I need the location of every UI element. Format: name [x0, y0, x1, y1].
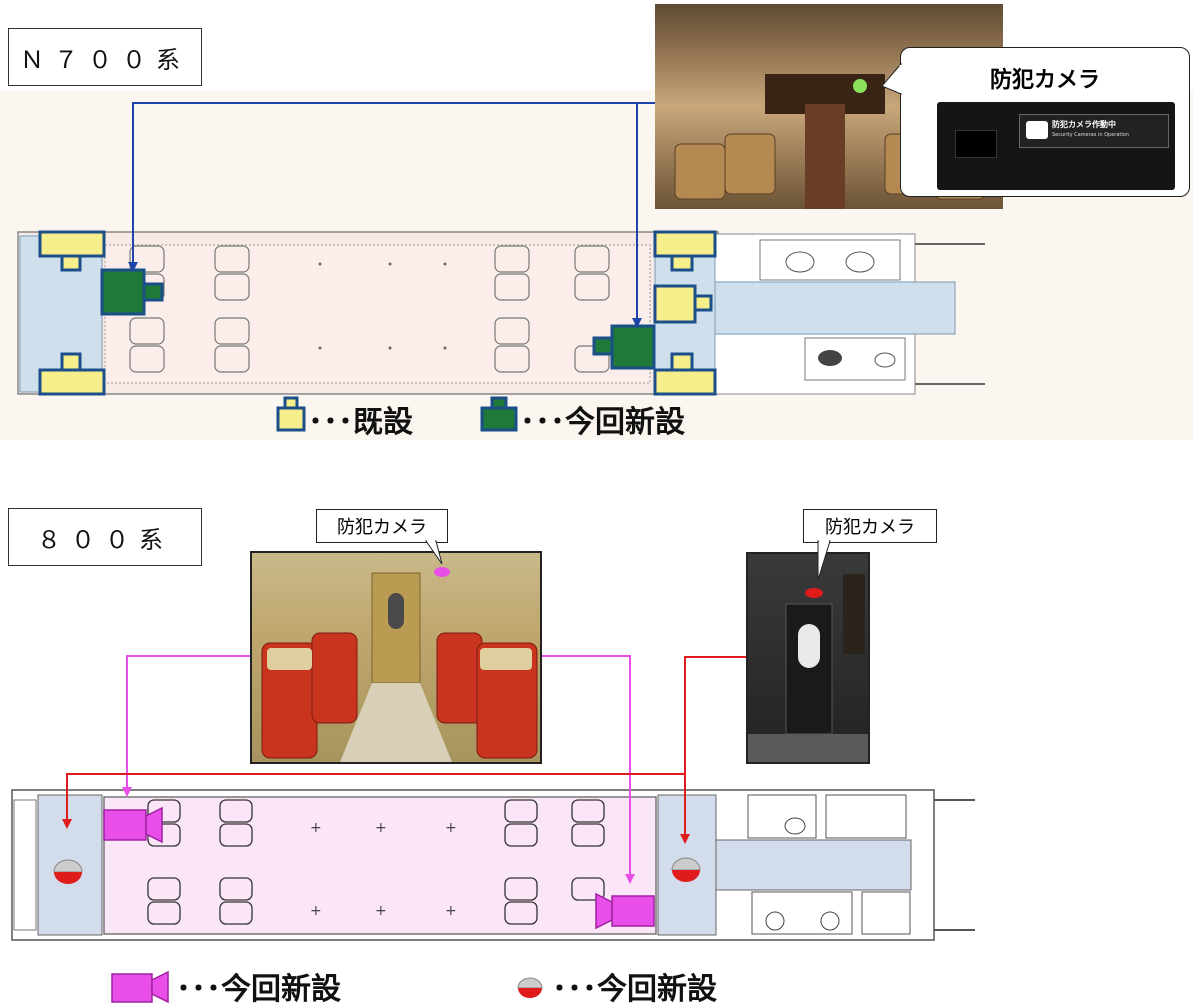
- s800-interior-photo: [250, 551, 542, 764]
- s800-title-box: ８００系: [8, 508, 202, 566]
- svg-text:+: +: [375, 903, 387, 919]
- s800-legend-new-box: ･･･今回新設: [176, 972, 341, 1007]
- camera-lens: [955, 130, 997, 158]
- svg-text:+: +: [445, 903, 457, 919]
- n700-legend-existing: ･･･既設: [308, 405, 413, 440]
- svg-text:+: +: [375, 820, 387, 836]
- n700-callout-title: 防犯カメラ: [989, 68, 1100, 93]
- camera-sign-text: 防犯カメラ作動中: [1052, 120, 1116, 129]
- s800-callout-right-pointer: [817, 540, 831, 581]
- n700-camera-callout: 防犯カメラ 防犯カメラ作動中 Security Cameras in Opera…: [900, 47, 1190, 197]
- camera-sign-plate: 防犯カメラ作動中 Security Cameras in Operation: [1019, 114, 1169, 148]
- s800-lavatory-photo: [746, 552, 870, 764]
- n700-camera-sign: 防犯カメラ作動中 Security Cameras in Operation: [937, 102, 1175, 190]
- s800-title: ８００系: [37, 525, 173, 554]
- camera-sign-icon: [1026, 121, 1048, 139]
- svg-text:+: +: [310, 820, 322, 836]
- n700-title: Ｎ７００系: [20, 45, 190, 74]
- n700-callout-pointer: [881, 62, 903, 95]
- s800-connectors: [62, 655, 747, 884]
- s800-callout-left-pointer: [425, 540, 443, 565]
- n700-legend-new: ･･･今回新設: [520, 405, 685, 440]
- s800-floor-plan: + + + + + +: [11, 789, 975, 1003]
- n700-title-box: Ｎ７００系: [8, 28, 202, 86]
- s800-callout-right-text: 防犯カメラ: [825, 517, 915, 538]
- n700-floor-plan: [17, 102, 985, 432]
- camera-sign-subtext: Security Cameras in Operation: [1052, 132, 1129, 138]
- s800-camera-callout-left: 防犯カメラ: [316, 509, 448, 543]
- svg-text:+: +: [445, 820, 457, 836]
- s800-legend-new-dome: ･･･今回新設: [552, 972, 717, 1007]
- svg-text:+: +: [310, 903, 322, 919]
- s800-camera-callout-right: 防犯カメラ: [803, 509, 937, 543]
- s800-callout-left-text: 防犯カメラ: [337, 517, 427, 538]
